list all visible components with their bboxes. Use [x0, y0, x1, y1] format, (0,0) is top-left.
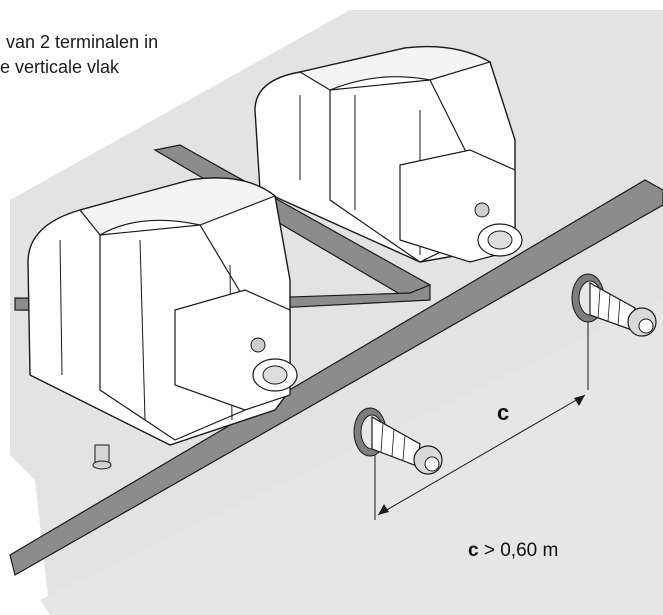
floor-beam-long [9, 179, 663, 576]
caption-line-1: van 2 terminalen in [6, 32, 159, 52]
formula-symbol: c [468, 540, 479, 561]
dimension-lines [374, 322, 589, 520]
boiler-unit-icon [27, 177, 298, 470]
caption-line-2: e verticale vlak [0, 57, 120, 77]
flue-terminal-icon [353, 407, 443, 475]
caption: van 2 terminalen in e verticale vlak [0, 30, 158, 80]
dimension-label: c [497, 400, 510, 425]
flue-terminal-icon [571, 273, 657, 337]
formula-relation: > 0,60 m [483, 540, 559, 561]
wall-lower-plane [40, 300, 663, 615]
distance-requirement: c > 0,60 m [468, 540, 558, 562]
boiler-unit-icon [254, 45, 523, 263]
